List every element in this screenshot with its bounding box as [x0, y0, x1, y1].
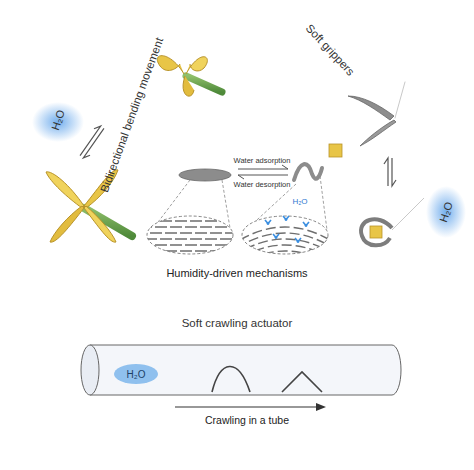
water-label: H₂O: [127, 369, 146, 380]
water-glow: [32, 102, 84, 142]
crawler-flat: [282, 372, 322, 392]
process-label: Water desorption: [234, 181, 291, 189]
tube: [81, 345, 401, 395]
reversible-arrows: [384, 158, 396, 186]
closed-gripper: [361, 198, 424, 245]
water-glow: [426, 186, 466, 238]
flat-actuator: [46, 170, 132, 242]
center-title: Humidity-driven mechanisms: [166, 267, 307, 279]
gripper-sector-outline: [237, 3, 469, 300]
crawling-sector-outline: [5, 210, 469, 467]
curled-actuator: [157, 56, 222, 96]
mechanism-sketch: [145, 164, 330, 270]
motion-caption: Crawling in a tube: [205, 415, 289, 427]
direction-arrow: [175, 403, 326, 411]
process-label: Water adsorption: [234, 157, 291, 165]
crawling-sector: Soft crawling actuatorH₂O Crawling in a t…: [5, 210, 469, 467]
reversible-arrows: [77, 124, 107, 160]
bending-sector: Bidirectional bending movement H₂O: [5, 3, 237, 300]
sector-title: Soft crawling actuator: [182, 317, 293, 330]
water-drop: [114, 364, 158, 384]
sector-title: Soft grippers: [303, 22, 357, 78]
gripper-sector: Soft grippersH₂O: [237, 3, 469, 300]
water-label: H₂O: [292, 198, 307, 207]
mechanism-circle: Water adsorptionWater desorptionH₂O Humid…: [139, 112, 335, 308]
sector-title: Bidirectional bending movement: [98, 36, 166, 194]
crawler-arched: [212, 366, 250, 392]
water-label: H₂O: [437, 200, 455, 224]
water-label: H₂O: [49, 108, 67, 132]
open-gripper: [329, 82, 405, 157]
